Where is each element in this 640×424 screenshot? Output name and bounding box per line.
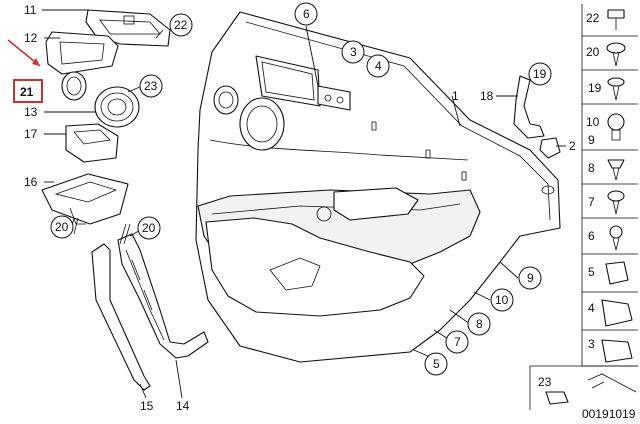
callout-11: 11 <box>24 3 37 17</box>
callout-12: 12 <box>24 31 38 45</box>
callout-14: 14 <box>176 399 190 413</box>
clip-4-icon <box>601 299 633 327</box>
side-item-19: 19 <box>588 81 602 95</box>
callout-23: 23 <box>139 74 163 98</box>
callout-label-8: 8 <box>476 317 483 331</box>
side-item-8: 8 <box>588 161 595 175</box>
part-17-switch-housing[interactable] <box>65 123 119 163</box>
clip-10-icon <box>607 113 625 141</box>
callout-4-top: 4 <box>366 54 390 78</box>
callout-label-20a: 20 <box>55 220 69 234</box>
callout-label-15: 15 <box>140 399 154 413</box>
screw-22-icon <box>607 9 625 30</box>
callout-9: 9 <box>518 266 542 290</box>
callout-label-5: 5 <box>433 357 440 371</box>
screw-6-icon <box>609 225 623 251</box>
callout-label-9: 9 <box>527 271 534 285</box>
callout-label-3: 3 <box>350 45 357 59</box>
part-2-clip[interactable] <box>539 137 561 159</box>
callout-label-23: 23 <box>144 79 158 93</box>
side-item-9: 9 <box>588 133 595 147</box>
screw-7-icon <box>607 190 625 215</box>
callout-label-11: 11 <box>24 3 37 17</box>
callout-6: 6 <box>294 2 318 26</box>
clip-3-icon <box>601 339 633 363</box>
callout-1: 1 <box>452 89 459 103</box>
part-14-grab-handle-carrier[interactable] <box>117 233 209 359</box>
callout-label-18: 18 <box>480 89 494 103</box>
callout-10: 10 <box>490 288 514 312</box>
callout-label-6: 6 <box>303 7 310 21</box>
grommet-23-icon <box>545 391 569 405</box>
callout-label-22: 22 <box>174 18 188 32</box>
side-item-5: 5 <box>588 265 595 279</box>
callout-label-19: 19 <box>533 67 547 81</box>
callout-label-7: 7 <box>454 335 461 349</box>
side-item-20: 20 <box>586 45 600 59</box>
screw-20-right[interactable] <box>119 223 131 245</box>
callout-label-21: 21 <box>20 85 34 99</box>
tool-icon <box>587 373 637 393</box>
clip-8-icon <box>607 159 625 181</box>
callout-18: 18 <box>480 89 494 103</box>
callout-label-16: 16 <box>24 175 38 189</box>
highlight-arrow <box>7 39 41 67</box>
part-16-door-pull-cup[interactable] <box>41 173 129 225</box>
callout-label-12: 12 <box>24 31 38 45</box>
side-item-22: 22 <box>586 11 600 25</box>
callout-label-13: 13 <box>24 105 38 119</box>
callout-label-17: 17 <box>24 127 38 141</box>
fastener-side-panel: 22 20 19 10 9 8 7 6 5 4 3 <box>529 4 638 410</box>
callout-20-right: 20 <box>137 216 161 240</box>
callout-15: 15 <box>140 399 154 413</box>
catalog-number: 00191019 <box>582 407 636 421</box>
side-item-6: 6 <box>588 229 595 243</box>
callout-21-highlighted[interactable]: 21 <box>13 79 43 103</box>
callout-7: 7 <box>445 330 469 354</box>
callout-17: 17 <box>24 127 38 141</box>
callout-8: 8 <box>467 312 491 336</box>
callout-label-1: 1 <box>452 89 459 103</box>
part-21-speaker-grille-small[interactable] <box>61 71 87 101</box>
callout-2: 2 <box>569 139 576 153</box>
callout-19: 19 <box>528 62 552 86</box>
part-15-grab-handle-trim[interactable] <box>91 243 151 391</box>
callout-13: 13 <box>24 105 38 119</box>
callout-label-20b: 20 <box>142 221 156 235</box>
side-item-4: 4 <box>588 301 595 315</box>
part-19-bracket[interactable] <box>513 75 545 139</box>
side-item-23: 23 <box>538 375 552 389</box>
leader-lines <box>42 9 566 399</box>
callout-22: 22 <box>169 13 193 37</box>
callout-label-4: 4 <box>375 59 382 73</box>
callout-5: 5 <box>424 352 448 376</box>
side-item-3: 3 <box>588 337 595 351</box>
callout-3-top: 3 <box>341 40 365 64</box>
part-23-speaker-grille-large[interactable] <box>94 86 140 128</box>
door-trim-panel[interactable] <box>195 11 561 363</box>
screw-19-icon <box>607 77 625 101</box>
side-item-10: 10 <box>586 115 600 129</box>
callout-label-14: 14 <box>176 399 190 413</box>
callout-label-2: 2 <box>569 139 576 153</box>
callout-20-left: 20 <box>50 215 74 239</box>
screw-20-icon <box>606 42 626 67</box>
callout-16: 16 <box>24 175 38 189</box>
nut-5-icon <box>605 261 629 285</box>
side-item-7: 7 <box>588 195 595 209</box>
part-12-handle-bezel[interactable] <box>45 31 119 75</box>
callout-label-10: 10 <box>495 293 509 307</box>
